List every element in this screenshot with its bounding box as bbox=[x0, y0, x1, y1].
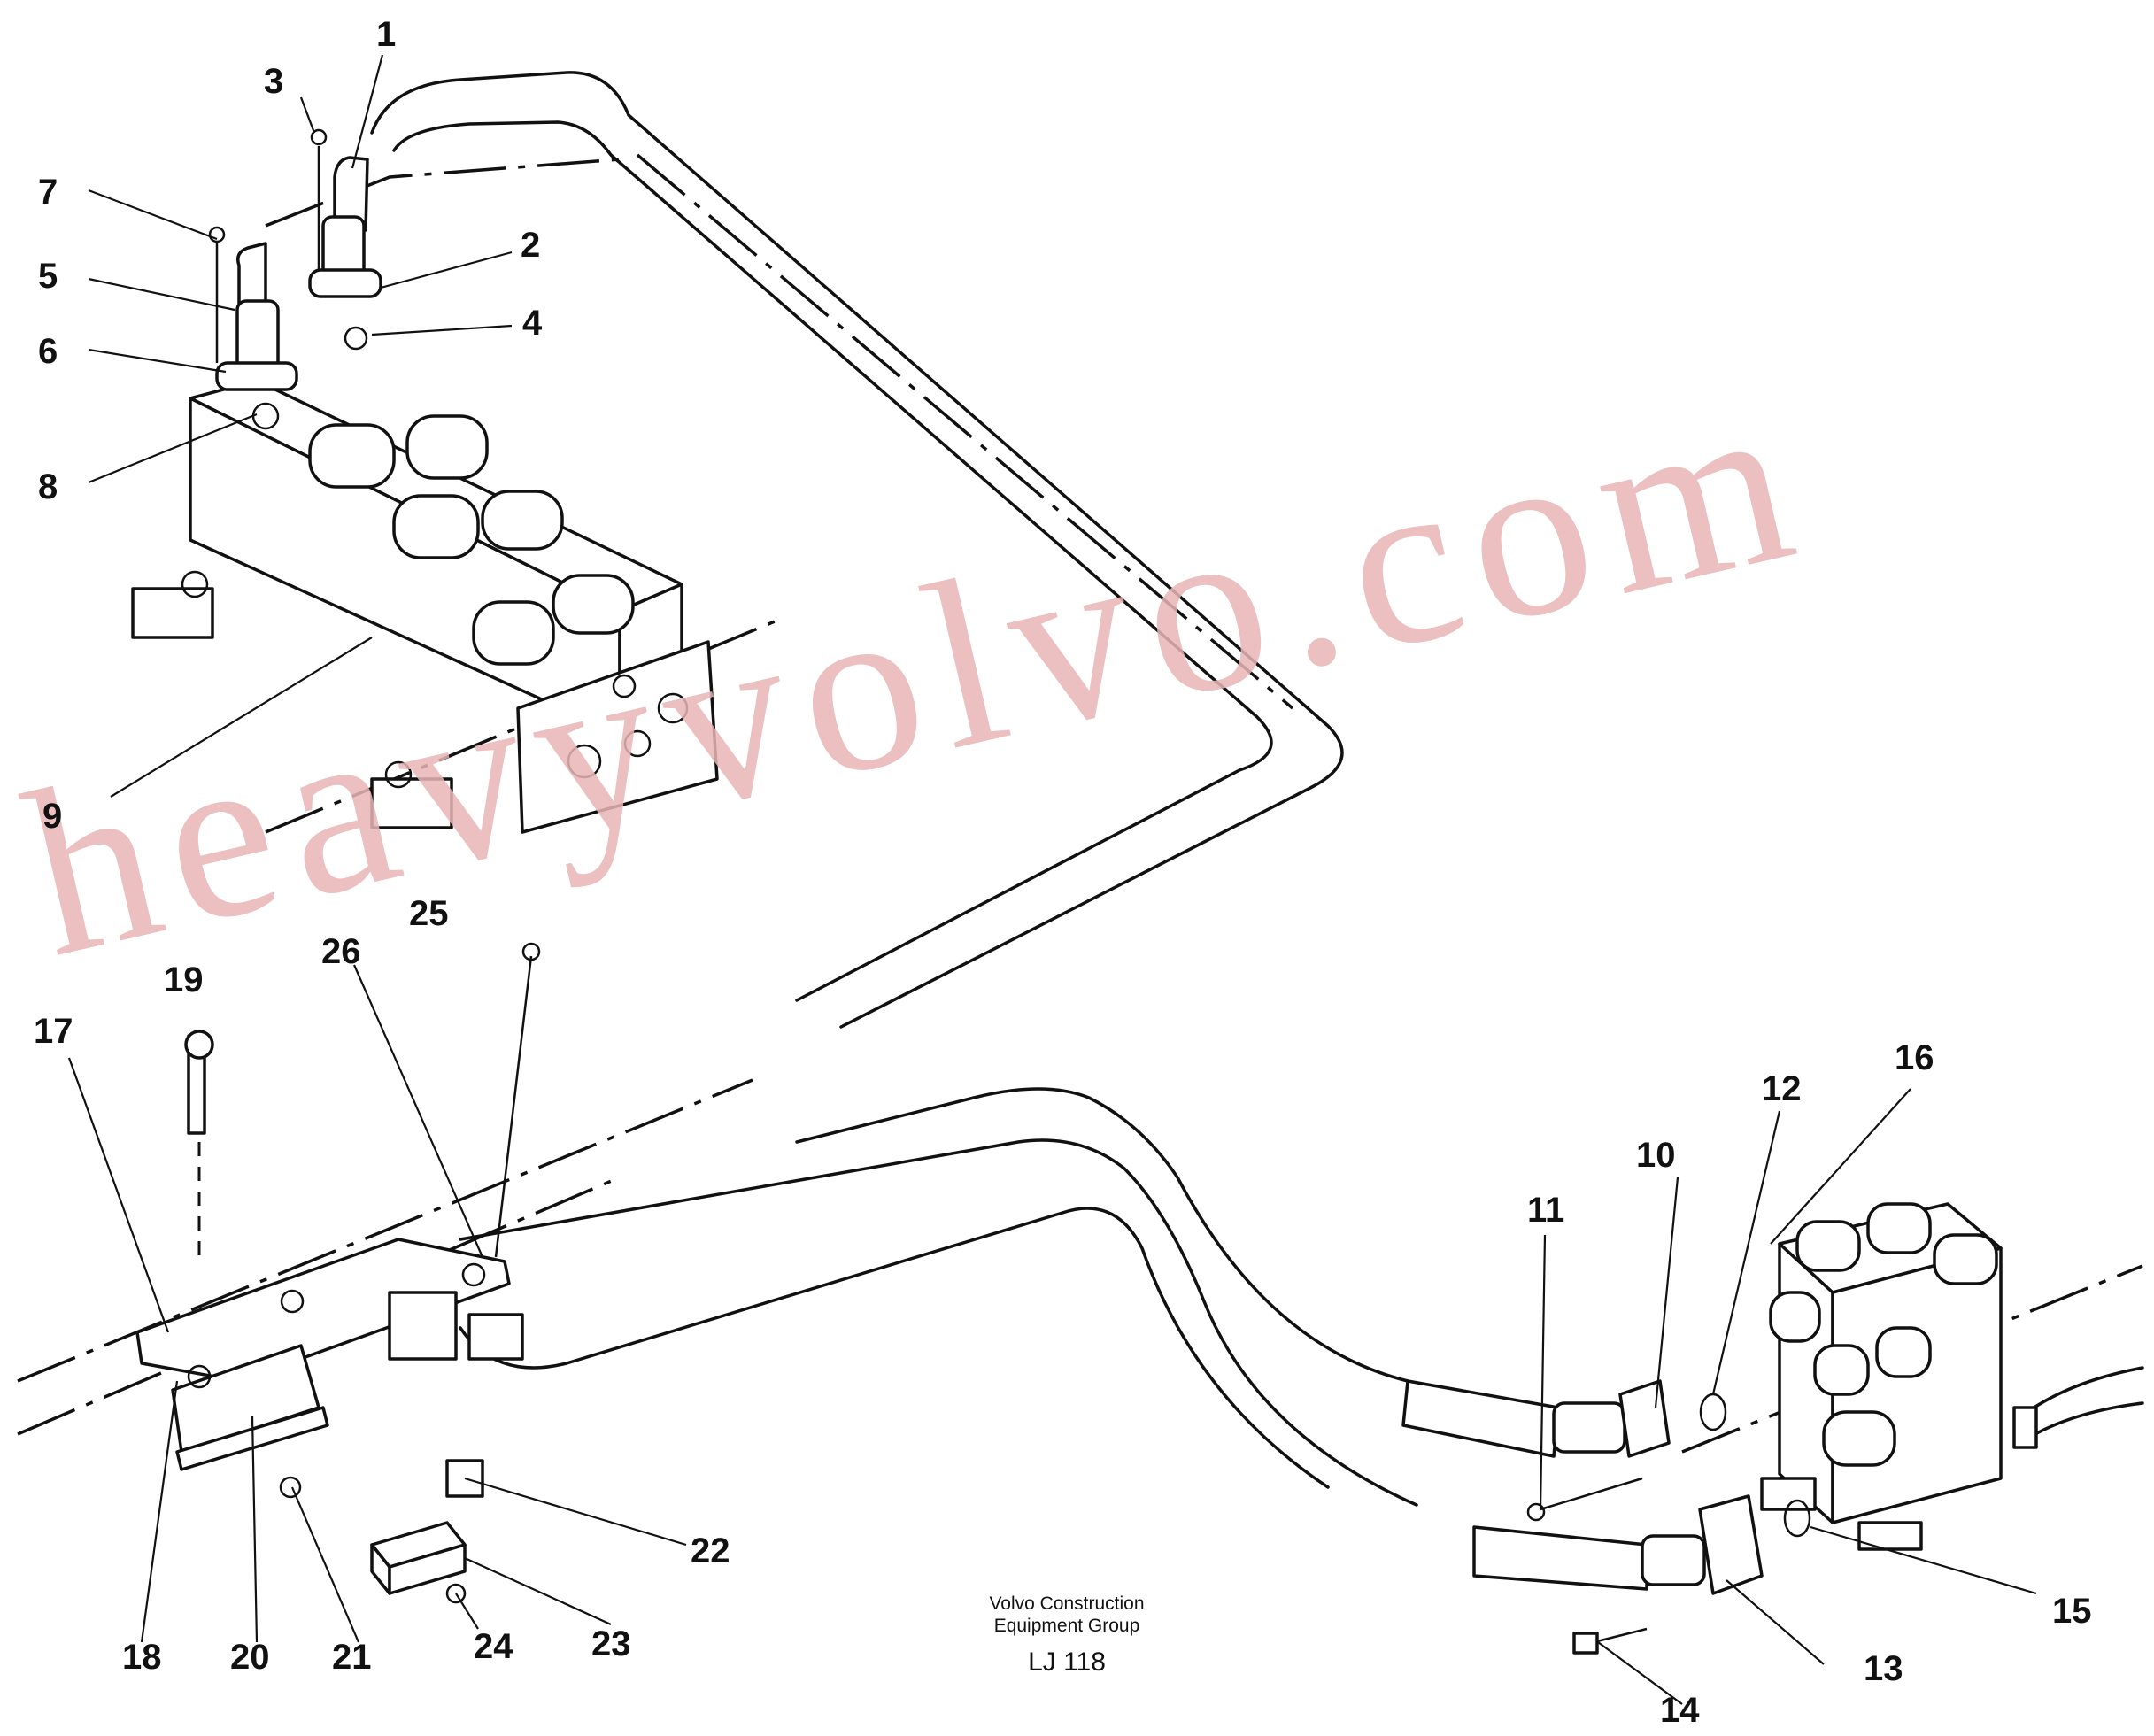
callout-3: 3 bbox=[264, 62, 283, 101]
callout-17: 17 bbox=[34, 1012, 73, 1051]
drawing-caption: Volvo Construction Equipment Group LJ 11… bbox=[989, 1593, 1144, 1677]
callout-6: 6 bbox=[38, 332, 58, 371]
callout-14: 14 bbox=[1660, 1691, 1700, 1730]
callout-1: 1 bbox=[376, 15, 396, 54]
callout-21: 21 bbox=[332, 1638, 372, 1677]
hose-fittings bbox=[1401, 1379, 1811, 1655]
callout-8: 8 bbox=[38, 467, 58, 506]
callout-26: 26 bbox=[321, 932, 361, 971]
callout-22: 22 bbox=[691, 1532, 730, 1570]
callout-10: 10 bbox=[1636, 1136, 1676, 1175]
callout-13: 13 bbox=[1864, 1649, 1903, 1688]
caption-company: Volvo Construction bbox=[989, 1593, 1144, 1614]
callout-20: 20 bbox=[230, 1638, 270, 1677]
callout-19: 19 bbox=[164, 961, 204, 999]
callout-2: 2 bbox=[521, 226, 540, 265]
control-levers bbox=[208, 128, 382, 430]
callout-4: 4 bbox=[522, 304, 543, 343]
callout-numbers: 1 2 3 4 5 6 7 8 9 10 11 12 13 14 15 16 1… bbox=[34, 15, 2092, 1730]
valve-block bbox=[131, 379, 719, 834]
drawing-code: LJ 118 bbox=[1028, 1647, 1106, 1677]
callout-9: 9 bbox=[42, 797, 62, 836]
callout-24: 24 bbox=[474, 1627, 513, 1666]
caption-group: Equipment Group bbox=[994, 1616, 1140, 1636]
callout-7: 7 bbox=[38, 173, 58, 212]
callout-25: 25 bbox=[409, 894, 449, 933]
callout-11: 11 bbox=[1527, 1191, 1564, 1230]
callout-12: 12 bbox=[1762, 1069, 1802, 1108]
callout-18: 18 bbox=[122, 1638, 162, 1677]
callout-15: 15 bbox=[2052, 1592, 2092, 1631]
hose-routing bbox=[17, 71, 2143, 1507]
lower-brackets bbox=[135, 942, 541, 1604]
callout-23: 23 bbox=[591, 1624, 631, 1663]
leader-lines bbox=[67, 54, 2037, 1705]
right-valve-block bbox=[1760, 1202, 2144, 1551]
callout-16: 16 bbox=[1895, 1038, 1934, 1077]
callout-5: 5 bbox=[38, 257, 58, 296]
